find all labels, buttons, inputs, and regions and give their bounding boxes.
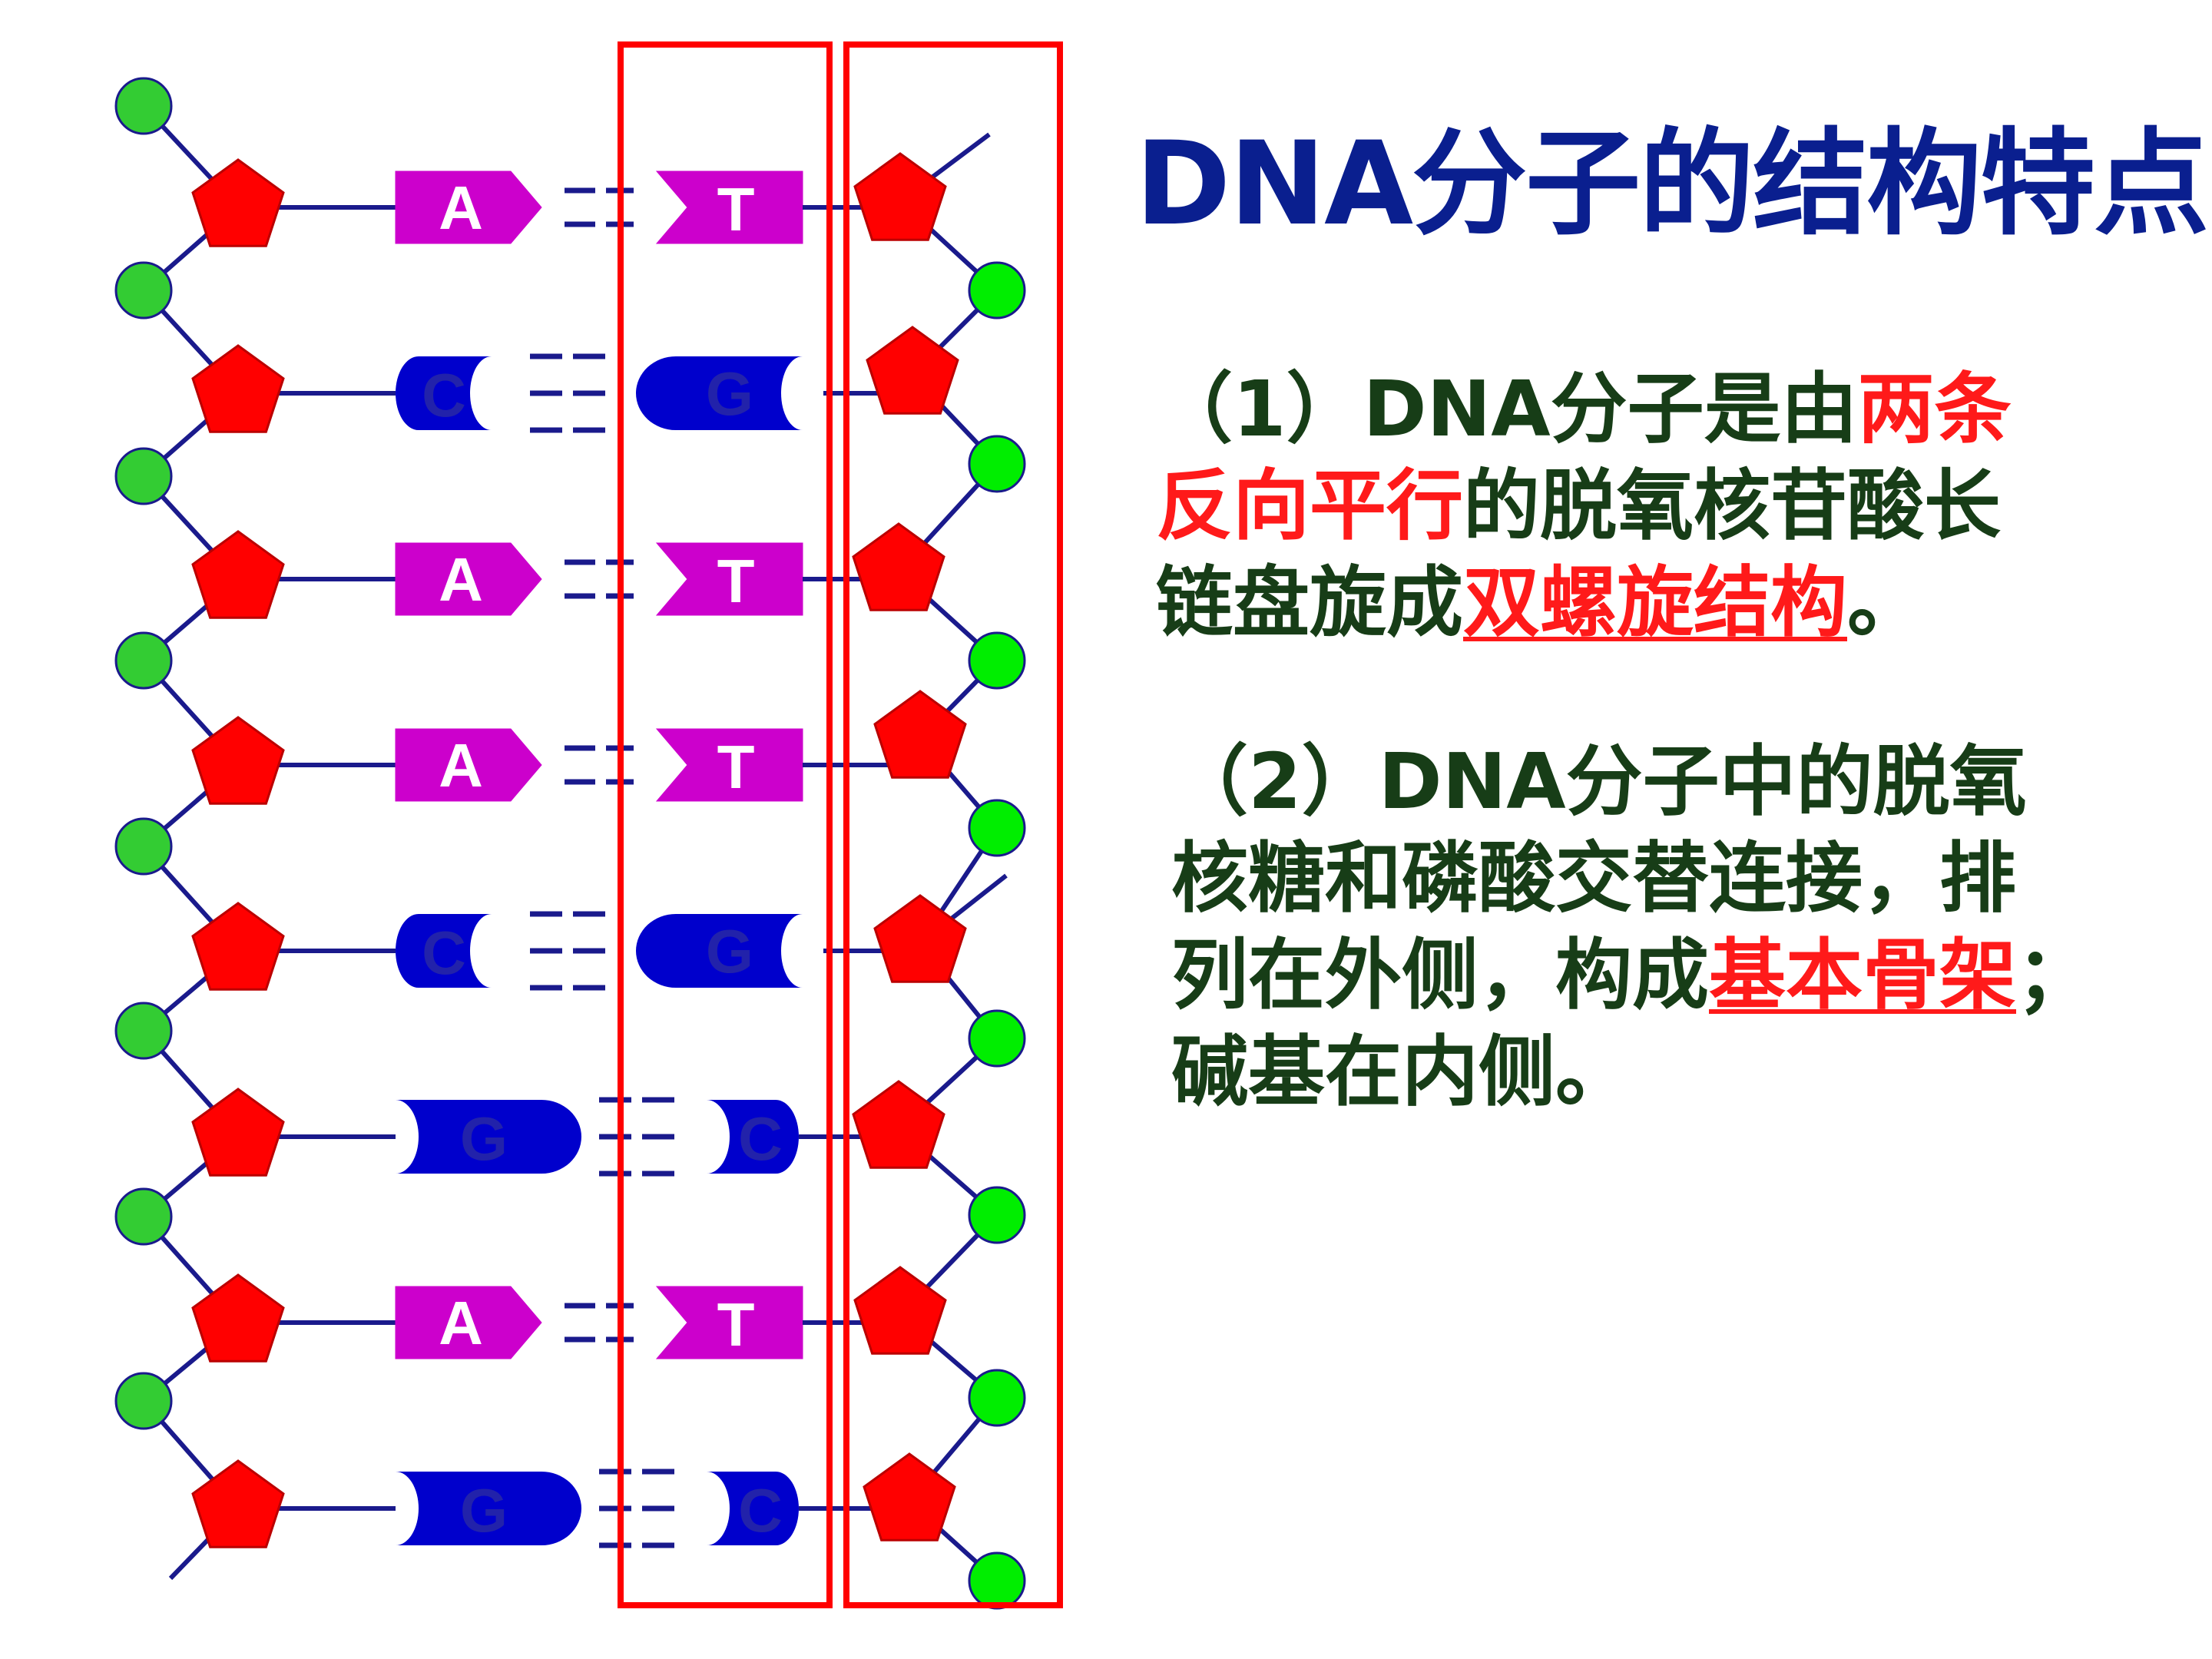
base-label: A bbox=[439, 545, 483, 614]
highlight-double-helix: 双螺旋结构 bbox=[1463, 558, 1847, 647]
base-C bbox=[396, 914, 492, 988]
point-2-semicolon: ； bbox=[2016, 930, 2093, 1020]
base-A bbox=[395, 171, 542, 244]
base-T bbox=[655, 728, 803, 802]
base-G bbox=[396, 1472, 581, 1545]
highlight-antiparallel: 反向平行 bbox=[1156, 461, 1463, 551]
base-label: T bbox=[717, 733, 755, 801]
point-1-text: （1）DNA分子是由两条 反向平行的脱氧核苷酸长 链盘旋成双螺旋结构。 bbox=[1156, 361, 2012, 651]
deoxyribose-sugar bbox=[191, 902, 285, 991]
base-T bbox=[655, 542, 803, 616]
deoxyribose-sugar bbox=[191, 530, 285, 619]
base-label: G bbox=[460, 1104, 508, 1173]
deoxyribose-sugar bbox=[191, 1459, 285, 1548]
deoxyribose-sugar bbox=[866, 326, 959, 415]
point-2-line-2: 核糖和磷酸交替连接，排 bbox=[1171, 833, 2016, 923]
point-2-text-a: 列在外侧，构成 bbox=[1171, 930, 1709, 1020]
base-T bbox=[655, 1286, 803, 1359]
deoxyribose-sugar bbox=[873, 690, 967, 779]
phosphate-group bbox=[968, 631, 1026, 690]
point-1-line-2: 反向平行的脱氧核苷酸长 bbox=[1156, 458, 2012, 555]
base-label: C bbox=[738, 1104, 783, 1173]
base-label: G bbox=[706, 917, 753, 985]
point-1-line-1: （1）DNA分子是由两条 bbox=[1156, 361, 2012, 458]
highlight-box-base bbox=[618, 41, 833, 1608]
base-label: C bbox=[422, 361, 466, 429]
phosphate-group bbox=[114, 77, 173, 135]
deoxyribose-sugar bbox=[852, 522, 945, 611]
phosphate-group bbox=[968, 261, 1026, 320]
base-label: C bbox=[422, 919, 466, 987]
deoxyribose-sugar bbox=[191, 344, 285, 433]
deoxyribose-sugar bbox=[853, 152, 947, 241]
base-label: C bbox=[738, 1476, 783, 1545]
highlight-box-backbone bbox=[843, 41, 1063, 1608]
base-label: T bbox=[717, 1290, 755, 1359]
deoxyribose-sugar bbox=[191, 716, 285, 805]
base-C bbox=[396, 356, 492, 430]
point-1-text-b: 的脱氧核苷酸长 bbox=[1463, 461, 2001, 551]
deoxyribose-sugar bbox=[191, 1088, 285, 1177]
base-A bbox=[395, 728, 542, 802]
base-label: A bbox=[439, 174, 483, 242]
phosphate-group bbox=[968, 1369, 1026, 1427]
point-2-line-3: 列在外侧，构成基本骨架； bbox=[1171, 927, 2093, 1024]
base-G bbox=[636, 356, 803, 430]
point-1-period: 。 bbox=[1847, 558, 1924, 647]
base-A bbox=[395, 542, 542, 616]
phosphate-group bbox=[968, 1186, 1026, 1244]
point-1-line-3: 链盘旋成双螺旋结构。 bbox=[1156, 555, 2012, 651]
base-label: T bbox=[717, 175, 755, 243]
phosphate-group bbox=[968, 799, 1026, 857]
highlight-two-strands: 两条 bbox=[1857, 364, 2012, 454]
phosphate-group bbox=[114, 261, 173, 320]
base-T bbox=[655, 171, 803, 244]
phosphate-group bbox=[114, 447, 173, 505]
base-C bbox=[707, 1472, 799, 1545]
base-C bbox=[707, 1100, 799, 1174]
phosphate-group bbox=[114, 1187, 173, 1246]
base-G bbox=[636, 914, 803, 988]
point-2-line-4: 碱基在内侧。 bbox=[1171, 1027, 1632, 1117]
base-label: T bbox=[717, 547, 755, 615]
deoxyribose-sugar bbox=[853, 1266, 947, 1355]
phosphate-group bbox=[114, 1002, 173, 1060]
phosphate-group bbox=[114, 631, 173, 690]
deoxyribose-sugar bbox=[873, 894, 967, 983]
base-A bbox=[395, 1286, 542, 1359]
deoxyribose-sugar bbox=[852, 1080, 945, 1169]
highlight-basic-skeleton: 基本骨架 bbox=[1709, 930, 2016, 1020]
base-label: G bbox=[706, 359, 753, 428]
deoxyribose-sugar bbox=[191, 1273, 285, 1363]
phosphate-group bbox=[968, 1551, 1026, 1610]
phosphate-group bbox=[968, 435, 1026, 493]
phosphate-group bbox=[968, 1009, 1026, 1068]
base-G bbox=[396, 1100, 581, 1174]
page-title: DNA分子的结构特点 bbox=[1135, 118, 2209, 251]
base-label: G bbox=[460, 1476, 508, 1545]
base-label: A bbox=[439, 731, 483, 800]
point-2-line-1: （2）DNA分子中的脱氧 bbox=[1171, 737, 2027, 826]
phosphate-group bbox=[114, 1372, 173, 1430]
base-label: A bbox=[439, 1289, 483, 1357]
point-1-text-c: 链盘旋成 bbox=[1156, 558, 1463, 647]
phosphate-group bbox=[114, 817, 173, 876]
point-1-text-a: （1）DNA分子是由 bbox=[1156, 364, 1858, 454]
point-2-text: （2）DNA分子中的脱氧 核糖和磷酸交替连接，排 列在外侧，构成基本骨架； 碱基… bbox=[1171, 733, 2093, 1121]
deoxyribose-sugar bbox=[191, 158, 285, 247]
deoxyribose-sugar bbox=[863, 1452, 956, 1541]
